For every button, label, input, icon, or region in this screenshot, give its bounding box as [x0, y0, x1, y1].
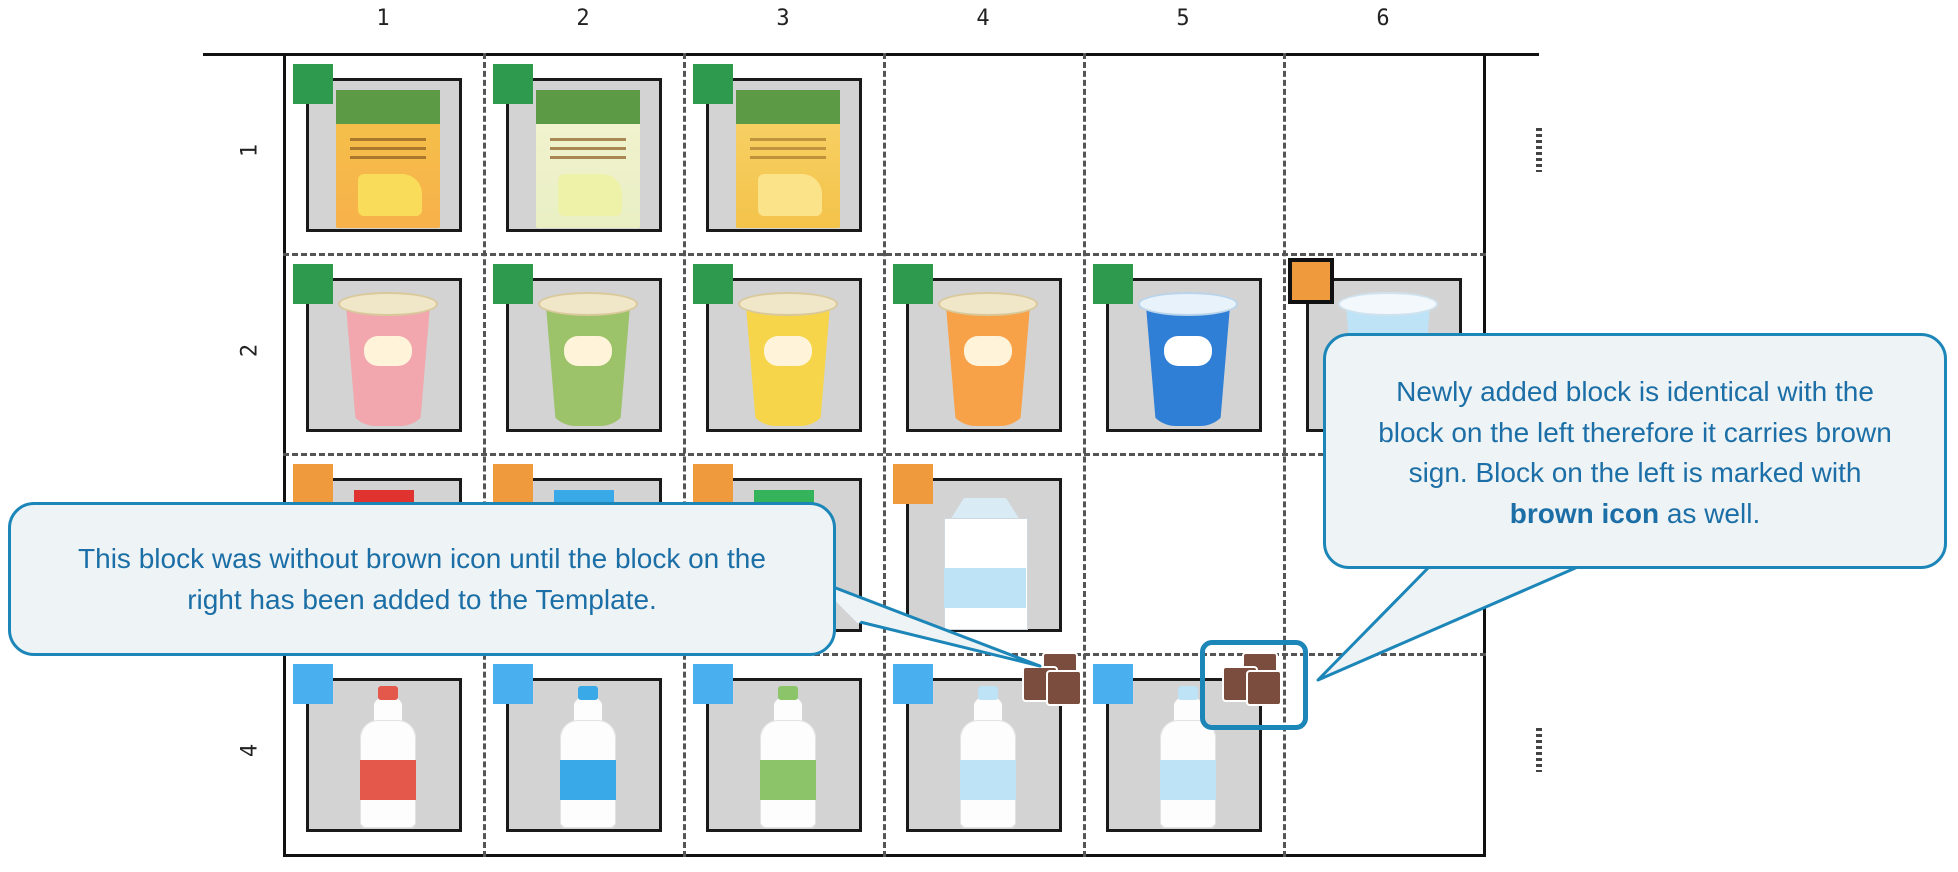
callout-right-text: Newly added block is identical with the … — [1378, 376, 1892, 489]
column-label-1: 1 — [376, 6, 390, 31]
column-label-5: 5 — [1176, 6, 1190, 31]
milk-bottle-image — [1156, 686, 1220, 830]
callout-left: This block was without brown icon until … — [8, 502, 836, 656]
brown-duplicate-icon — [1022, 652, 1084, 714]
product-block[interactable] — [1088, 658, 1262, 832]
green-status-icon — [293, 264, 333, 304]
grid-row-divider — [283, 253, 1486, 256]
green-status-icon — [293, 64, 333, 104]
column-label-2: 2 — [576, 6, 590, 31]
column-label-6: 6 — [1376, 6, 1390, 31]
orange-status-icon — [693, 464, 733, 504]
cheese-package-image — [336, 90, 440, 228]
green-status-icon — [893, 264, 933, 304]
callout-left-text: This block was without brown icon until … — [78, 543, 766, 615]
product-block[interactable] — [888, 658, 1062, 832]
row-scroll-handle[interactable] — [1536, 728, 1542, 772]
green-status-icon — [493, 64, 533, 104]
product-block[interactable] — [488, 58, 662, 232]
column-label-4: 4 — [976, 6, 990, 31]
callout-right: Newly added block is identical with the … — [1323, 333, 1947, 569]
callout-right-text-end: as well. — [1659, 497, 1761, 529]
product-block[interactable] — [688, 658, 862, 832]
yogurt-cup-image — [1138, 292, 1238, 428]
product-block[interactable] — [1088, 258, 1262, 432]
orange-status-icon — [493, 464, 533, 504]
blue-status-icon — [893, 664, 933, 704]
milk-bottle-image — [556, 686, 620, 830]
orange-status-icon — [293, 464, 333, 504]
milk-carton-image — [940, 498, 1030, 630]
product-block[interactable] — [288, 258, 462, 432]
product-block[interactable] — [488, 658, 662, 832]
yogurt-cup-image — [538, 292, 638, 428]
product-block[interactable] — [888, 458, 1062, 632]
callout-right-bold-text: brown icon — [1509, 497, 1660, 529]
cheese-package-image — [536, 90, 640, 228]
row-scroll-handle[interactable] — [1536, 128, 1542, 172]
blue-status-icon — [493, 664, 533, 704]
green-status-icon — [1093, 264, 1133, 304]
product-block[interactable] — [688, 258, 862, 432]
product-block[interactable] — [888, 258, 1062, 432]
grid-row-divider — [283, 653, 1486, 656]
green-status-icon — [693, 64, 733, 104]
grid-row-divider — [283, 453, 1486, 456]
milk-bottle-image — [356, 686, 420, 830]
blue-status-icon — [1093, 664, 1133, 704]
orange-status-icon — [893, 464, 933, 504]
orange-selected-status-icon — [1288, 258, 1334, 304]
green-status-icon — [693, 264, 733, 304]
yogurt-cup-image — [338, 292, 438, 428]
yogurt-cup-image — [938, 292, 1038, 428]
product-block[interactable] — [488, 258, 662, 432]
product-block[interactable] — [688, 58, 862, 232]
milk-bottle-image — [756, 686, 820, 830]
brown-duplicate-icon — [1222, 652, 1284, 714]
milk-bottle-image — [956, 686, 1020, 830]
cheese-package-image — [736, 90, 840, 228]
blue-status-icon — [293, 664, 333, 704]
yogurt-cup-image — [738, 292, 838, 428]
product-block[interactable] — [288, 658, 462, 832]
blue-status-icon — [693, 664, 733, 704]
column-label-3: 3 — [776, 6, 790, 31]
grid-top-border — [203, 53, 1539, 56]
green-status-icon — [493, 264, 533, 304]
highlight-box — [1200, 640, 1308, 730]
product-block[interactable] — [288, 58, 462, 232]
